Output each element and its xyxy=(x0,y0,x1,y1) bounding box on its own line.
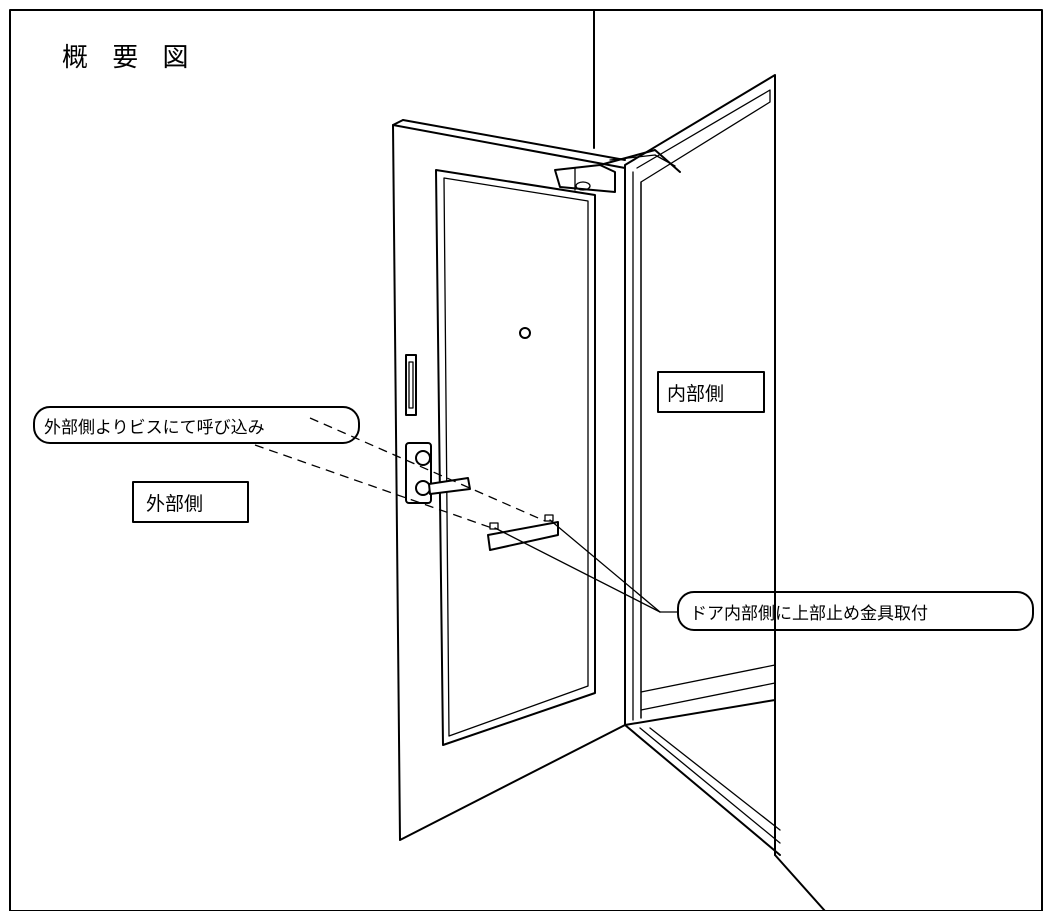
leader-line-a xyxy=(494,527,661,613)
callout-bracket-text: ドア内部側に上部止め金具取付 xyxy=(690,604,928,624)
label-outside-text: 外部側 xyxy=(146,493,203,515)
peephole-icon xyxy=(519,327,531,339)
door-frame xyxy=(624,74,826,911)
callout-bracket: ドア内部側に上部止め金具取付 xyxy=(659,591,1034,631)
diagram-title: 概 要 図 xyxy=(62,43,197,73)
label-inside: 内部側 xyxy=(657,371,765,413)
door-leaf xyxy=(392,119,626,841)
label-outside: 外部側 xyxy=(132,481,249,523)
diagram-frame xyxy=(9,9,1043,911)
stop-bracket xyxy=(487,514,559,551)
label-inside-text: 内部側 xyxy=(667,383,724,405)
callout-screw-text: 外部側よりビスにて呼び込み xyxy=(44,418,265,438)
door-handle-icon xyxy=(405,442,471,504)
leader-line-b xyxy=(549,519,661,613)
door-closer xyxy=(554,149,681,193)
screw-line-top xyxy=(309,417,546,522)
screw-line-bottom xyxy=(254,444,493,529)
callout-screw: 外部側よりビスにて呼び込み xyxy=(33,406,360,444)
door-guard xyxy=(405,354,417,416)
